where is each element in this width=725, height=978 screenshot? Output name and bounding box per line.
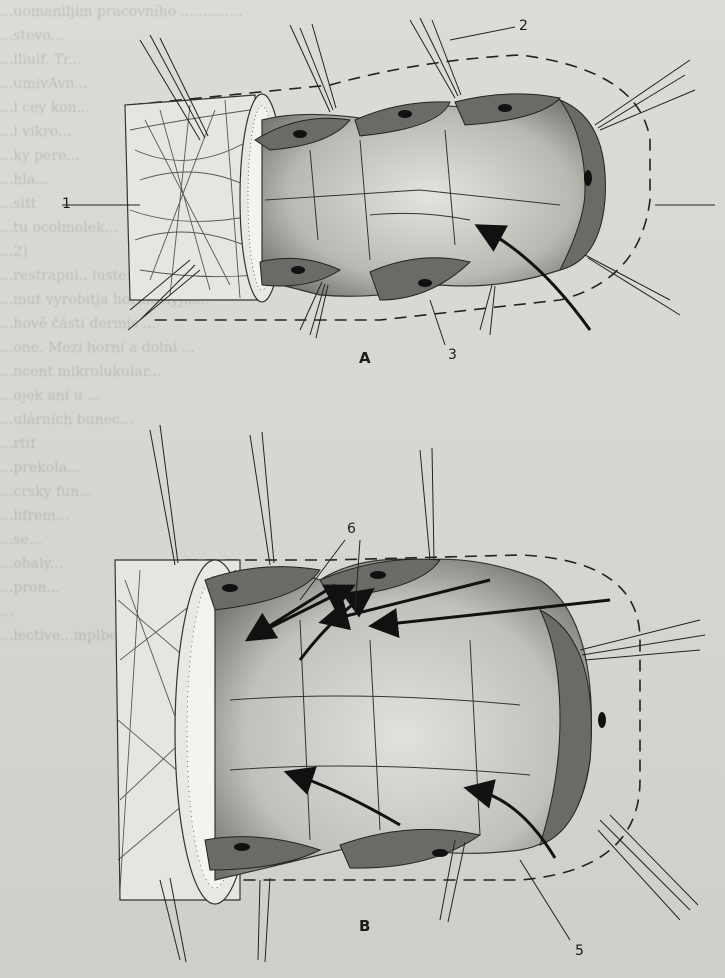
callout-3: 3 (448, 347, 457, 363)
panel-b-diagram (115, 425, 705, 962)
panel-b-label: B (359, 917, 370, 935)
callout-1: 1 (62, 196, 71, 212)
callout-6: 6 (347, 521, 356, 537)
panel-a-label: A (359, 349, 371, 367)
callout-2: 2 (519, 18, 528, 34)
callout-5: 5 (575, 943, 584, 959)
panel-a-diagram (62, 18, 715, 345)
